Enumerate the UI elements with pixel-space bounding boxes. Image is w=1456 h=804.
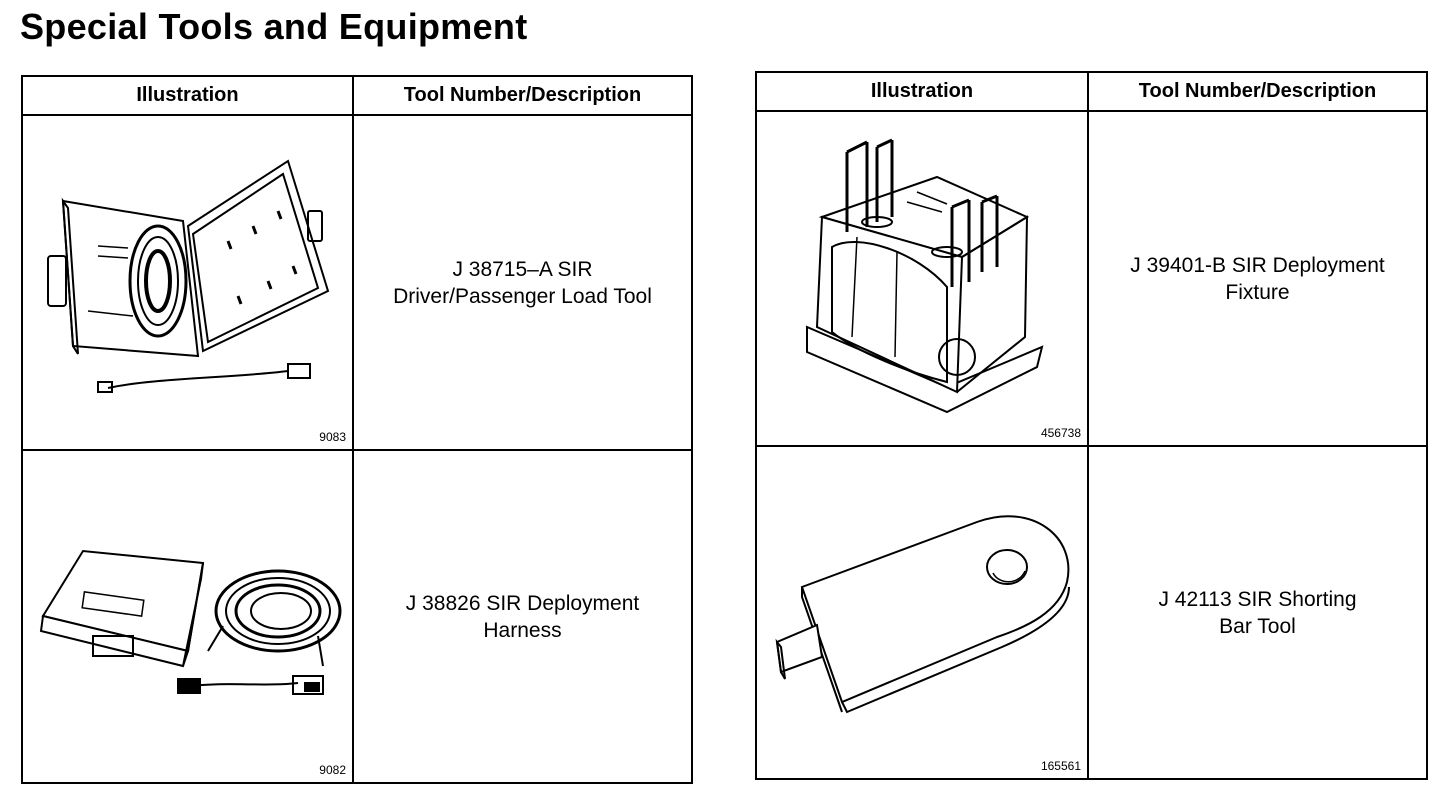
load-tool-case-icon xyxy=(47,159,330,393)
figure-number: 165561 xyxy=(1040,759,1081,773)
illustration-cell: 456738 xyxy=(755,110,1089,447)
tool-description: Driver/Passenger Load Tool xyxy=(393,284,652,308)
tool-number: J 39401-B SIR Deployment xyxy=(1130,253,1385,277)
shorting-bar-icon xyxy=(775,515,1070,714)
tool-number: J 38715–A SIR xyxy=(452,257,593,281)
tool-number: J 42113 SIR Shorting xyxy=(1158,587,1357,611)
tool-number: J 38826 SIR Deployment xyxy=(405,591,640,615)
tool-description: Bar Tool xyxy=(1219,614,1296,638)
description-cell: J 38826 SIR Deployment Harness xyxy=(352,449,693,784)
table-row: 9083 J 38715–A SIR Driver/Passenger Load… xyxy=(21,114,693,451)
illustration-cell: 9082 xyxy=(21,449,354,784)
figure-number: 9082 xyxy=(319,763,346,777)
page-title: Special Tools and Equipment xyxy=(20,6,528,47)
tool-description: Fixture xyxy=(1225,280,1290,304)
illustration-header: Illustration xyxy=(755,71,1089,112)
figure-number: 9083 xyxy=(319,430,346,444)
deployment-fixture-icon xyxy=(806,138,1044,414)
tool-description: Harness xyxy=(483,618,562,642)
illustration-header: Illustration xyxy=(21,75,354,116)
table-row: 456738 J 39401-B SIR Deployment Fixture xyxy=(755,110,1428,447)
description-cell: J 39401-B SIR Deployment Fixture xyxy=(1087,110,1428,447)
tools-table-left: Illustration Tool Number/Description xyxy=(21,75,693,784)
table-row: 9082 J 38826 SIR Deployment Harness xyxy=(21,449,693,784)
description-header: Tool Number/Description xyxy=(1087,71,1428,112)
illustration-cell: 165561 xyxy=(755,445,1089,780)
description-header: Tool Number/Description xyxy=(352,75,693,116)
deployment-harness-icon xyxy=(39,549,342,695)
description-cell: J 38715–A SIR Driver/Passenger Load Tool xyxy=(352,114,693,451)
illustration-cell: 9083 xyxy=(21,114,354,451)
figure-number: 456738 xyxy=(1040,426,1081,440)
table-row: 165561 J 42113 SIR Shorting Bar Tool xyxy=(755,445,1428,780)
description-cell: J 42113 SIR Shorting Bar Tool xyxy=(1087,445,1428,780)
tools-table-right: Illustration Tool Number/Description xyxy=(755,71,1428,780)
